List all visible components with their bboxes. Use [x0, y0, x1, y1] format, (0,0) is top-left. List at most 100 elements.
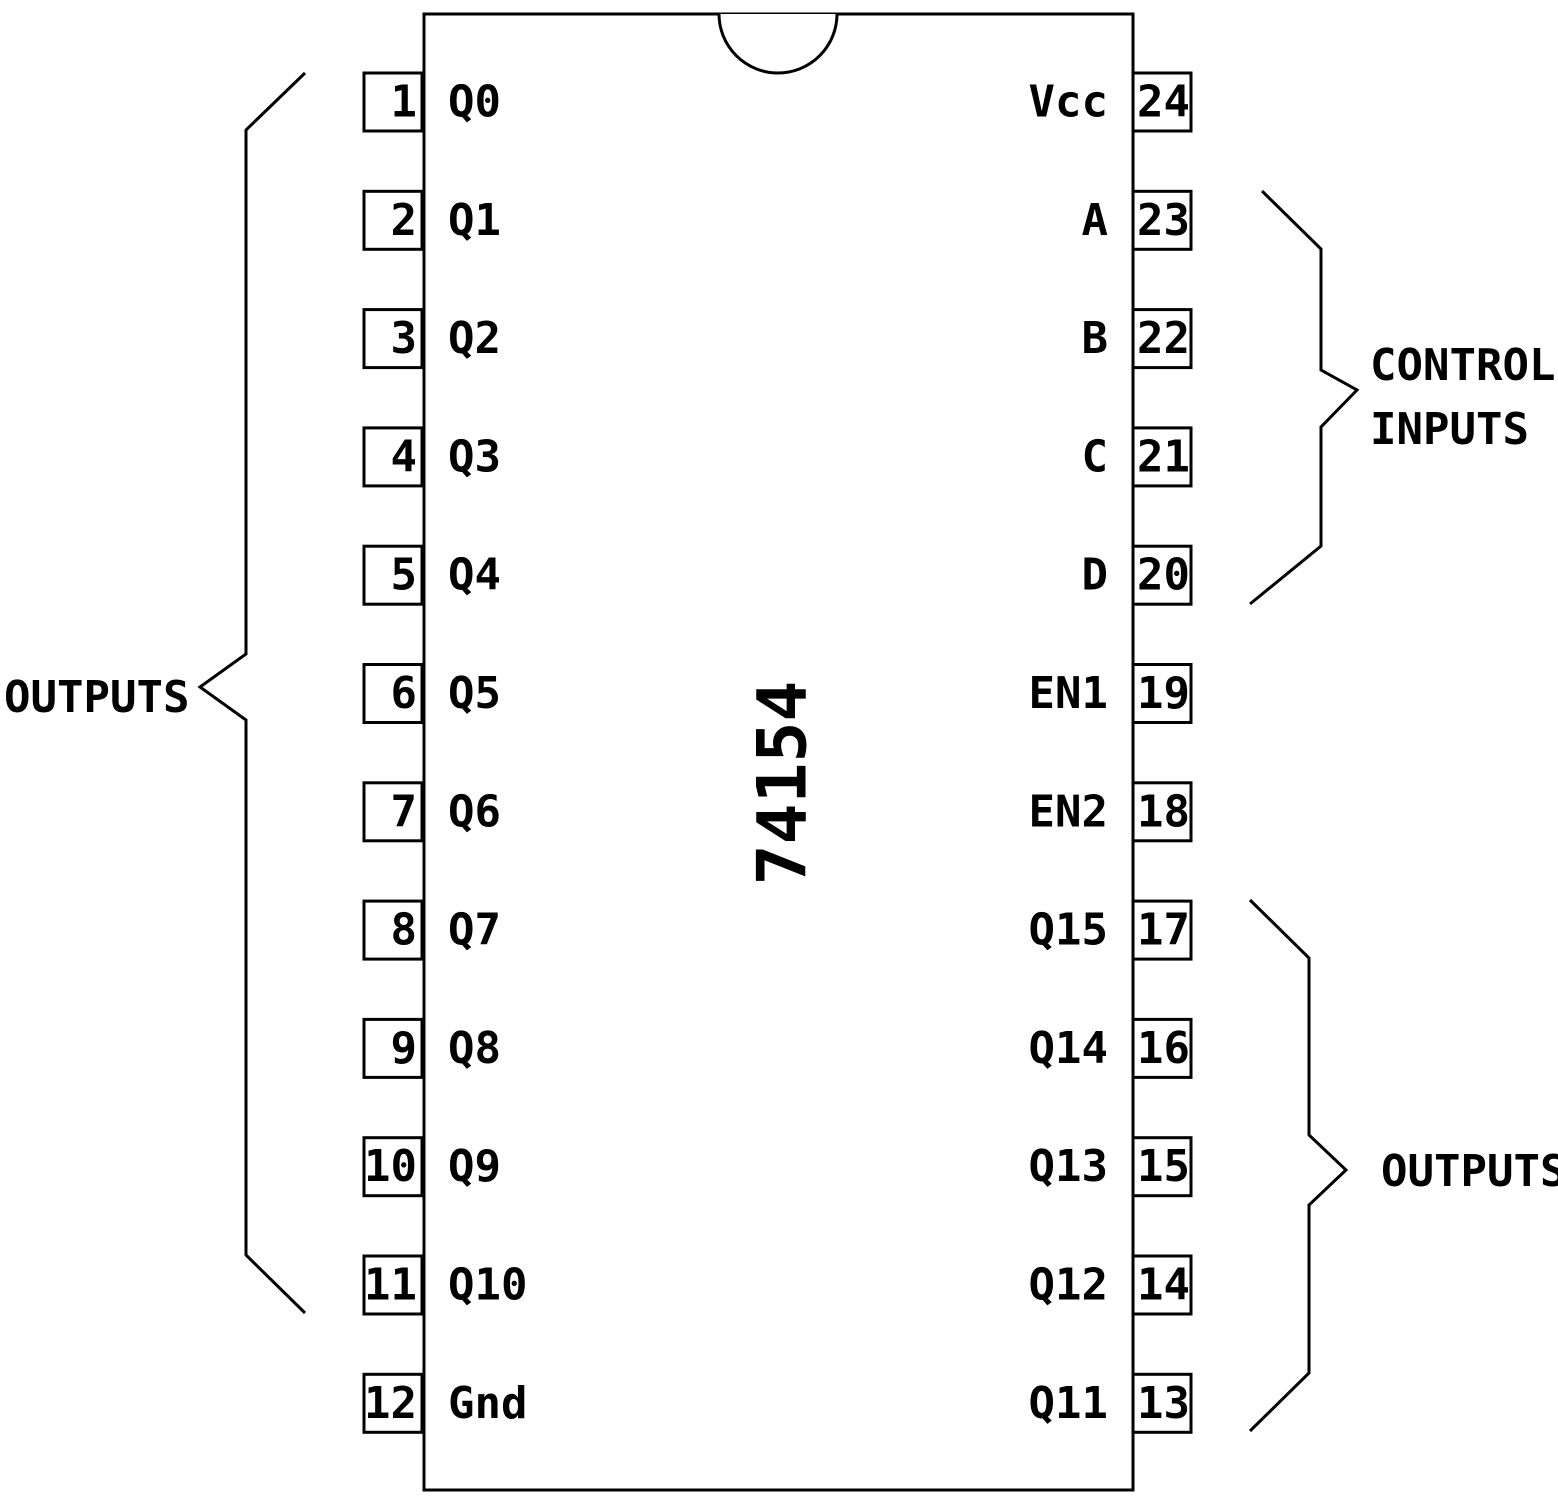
- pin-label: Q10: [448, 1260, 527, 1311]
- pin-box: [1131, 189, 1193, 251]
- pin-label: Q0: [448, 77, 501, 128]
- pin-number: 8: [391, 905, 418, 956]
- pin-label: D: [1082, 550, 1109, 601]
- pin-number: 24: [1137, 77, 1190, 128]
- pin-label: B: [1082, 313, 1109, 364]
- pin-number: 15: [1137, 1141, 1190, 1192]
- pin-23: 23 A: [1082, 189, 1193, 251]
- pin-box: [1131, 308, 1193, 370]
- pin-box: [362, 1254, 424, 1316]
- pin-2: 2 Q1: [362, 189, 501, 251]
- pin-box: [1131, 1254, 1193, 1316]
- pin-box: [1131, 426, 1193, 488]
- pin-box: [1131, 71, 1193, 133]
- pin-box: [362, 1372, 424, 1434]
- right-pin-column: 24Vcc23A22B21C20D19EN118EN217Q1516Q1415Q…: [1029, 71, 1193, 1434]
- pin-4: 4 Q3: [362, 426, 501, 488]
- pin-10: 10 Q9: [362, 1136, 501, 1198]
- pin-number: 12: [364, 1378, 417, 1429]
- pin-24: 24 Vcc: [1029, 71, 1193, 133]
- pin-label: Q11: [1029, 1378, 1108, 1429]
- pin-number: 16: [1137, 1023, 1190, 1074]
- pin-number: 20: [1137, 550, 1190, 601]
- pin-number: 19: [1137, 668, 1190, 719]
- right-outputs-label: OUTPUTS: [1381, 1146, 1558, 1197]
- pin-number: 3: [391, 313, 418, 364]
- pin-box: [1131, 899, 1193, 961]
- pin-box: [362, 71, 424, 133]
- pin-number: 21: [1137, 431, 1190, 482]
- pin-1: 1 Q0: [362, 71, 501, 133]
- pin-21: 21 C: [1082, 426, 1193, 488]
- control-inputs-label-line1: CONTROL: [1370, 340, 1555, 391]
- pin-label: EN1: [1029, 668, 1108, 719]
- pin-box: [1131, 781, 1193, 843]
- pin-label: Q7: [448, 905, 501, 956]
- pin-box: [362, 1136, 424, 1198]
- pin-number: 23: [1137, 195, 1190, 246]
- pin-label: Q4: [448, 550, 501, 601]
- chip-part-number: 74154: [744, 681, 823, 886]
- pin-number: 1: [391, 77, 418, 128]
- pin-label: Q12: [1029, 1260, 1108, 1311]
- pin-box: [1131, 1017, 1193, 1079]
- pin-box: [1131, 663, 1193, 724]
- pin-number: 6: [391, 668, 418, 719]
- pin-box: [362, 663, 424, 724]
- pin-3: 3 Q2: [362, 308, 501, 370]
- pin-label: EN2: [1029, 786, 1108, 837]
- pin-20: 20 D: [1082, 544, 1193, 606]
- pin-label: Q8: [448, 1023, 501, 1074]
- pin-box: [1131, 1372, 1193, 1434]
- pin-label: Q1: [448, 195, 501, 246]
- chip-notch: [717, 13, 839, 75]
- left-outputs-brace: [197, 71, 307, 1315]
- pin-number: 14: [1137, 1260, 1190, 1311]
- pin-box: [362, 899, 424, 961]
- pin-7: 7 Q6: [362, 781, 501, 843]
- pin-label: Q15: [1029, 905, 1108, 956]
- pin-number: 10: [364, 1141, 417, 1192]
- pin-label: Q6: [448, 786, 501, 837]
- pin-5: 5 Q4: [362, 544, 501, 606]
- chip-body: [422, 12, 1135, 1492]
- pin-box: [362, 426, 424, 488]
- pin-8: 8 Q7: [362, 899, 501, 961]
- control-inputs-brace: [1249, 189, 1360, 606]
- pin-box: [362, 1017, 424, 1079]
- pin-number: 13: [1137, 1378, 1190, 1429]
- pin-label: A: [1082, 195, 1109, 246]
- pin-14: 14 Q12: [1029, 1254, 1193, 1316]
- pin-label: Q13: [1029, 1141, 1108, 1192]
- pin-label: Q14: [1029, 1023, 1108, 1074]
- pin-22: 22 B: [1082, 308, 1193, 370]
- pin-box: [1131, 1136, 1193, 1198]
- pin-label: Q5: [448, 668, 501, 719]
- pin-label: Gnd: [448, 1378, 527, 1429]
- pin-box: [362, 781, 424, 843]
- pin-16: 16 Q14: [1029, 1017, 1193, 1079]
- pin-number: 2: [391, 195, 418, 246]
- pin-box: [362, 189, 424, 251]
- pin-number: 4: [391, 431, 418, 482]
- pin-number: 7: [391, 786, 418, 837]
- pin-15: 15 Q13: [1029, 1136, 1193, 1198]
- pin-11: 11 Q10: [362, 1254, 527, 1316]
- pin-number: 11: [364, 1260, 417, 1311]
- pin-label: C: [1082, 431, 1109, 482]
- pin-number: 17: [1137, 905, 1190, 956]
- right-outputs-brace: [1248, 898, 1349, 1433]
- pin-number: 5: [391, 550, 418, 601]
- pin-number: 22: [1137, 313, 1190, 364]
- pin-12: 12 Gnd: [362, 1372, 527, 1434]
- pin-label: Q2: [448, 313, 501, 364]
- pin-box: [362, 544, 424, 606]
- pin-number: 18: [1137, 786, 1190, 837]
- pin-6: 6 Q5: [362, 663, 501, 724]
- pin-label: Q3: [448, 431, 501, 482]
- pin-label: Q9: [448, 1141, 501, 1192]
- pin-label: Vcc: [1029, 77, 1108, 128]
